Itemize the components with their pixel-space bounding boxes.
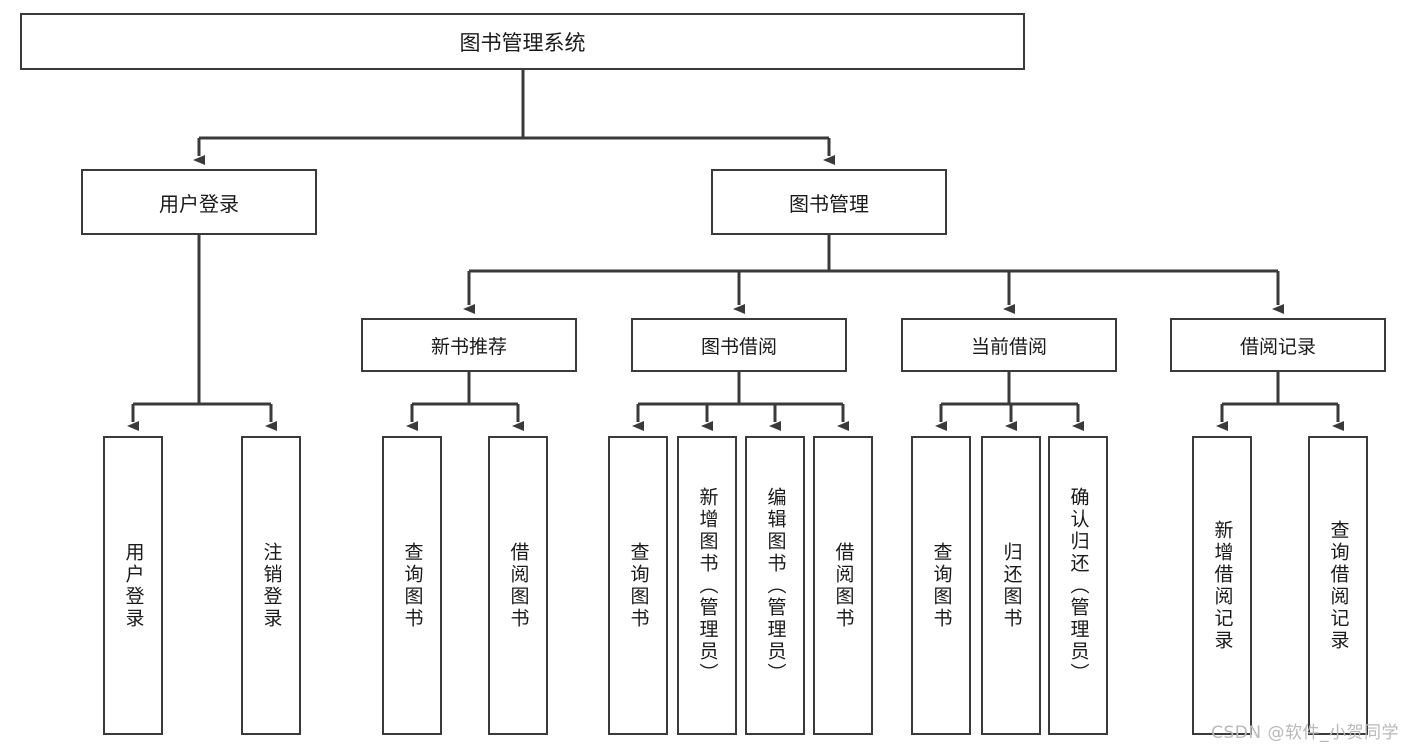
node-book-borrow[interactable]: 图书借阅 (631, 318, 847, 372)
node-borrow-record[interactable]: 借阅记录 (1170, 318, 1386, 372)
node-leaf-edit-book[interactable]: 编辑图书（管理员） (745, 436, 805, 735)
node-leaf-query-book-3[interactable]: 查询图书 (911, 436, 971, 735)
node-leaf-borrow-book-2-label: 借阅图书 (832, 541, 855, 630)
node-leaf-add-book-label: 新增图书（管理员） (696, 486, 719, 685)
node-leaf-confirm-return-label: 确认归还（管理员） (1067, 486, 1090, 685)
node-book-borrow-label: 图书借阅 (700, 335, 777, 358)
node-leaf-query-book-2[interactable]: 查询图书 (608, 436, 668, 735)
node-leaf-logout-login[interactable]: 注销登录 (241, 436, 301, 735)
node-current-borrow-label: 当前借阅 (970, 335, 1047, 358)
node-leaf-logout-login-label: 注销登录 (260, 541, 283, 630)
node-leaf-borrow-book-1-label: 借阅图书 (507, 541, 530, 630)
node-new-book-recommend[interactable]: 新书推荐 (361, 318, 577, 372)
node-leaf-add-book[interactable]: 新增图书（管理员） (677, 436, 737, 735)
node-user-login[interactable]: 用户登录 (81, 169, 317, 235)
node-leaf-query-book-2-label: 查询图书 (627, 541, 650, 630)
node-leaf-return-book[interactable]: 归还图书 (981, 436, 1041, 735)
csdn-watermark: CSDN @软件_小贺同学 (1211, 723, 1399, 743)
node-borrow-record-label: 借阅记录 (1239, 335, 1316, 358)
node-leaf-query-book-3-label: 查询图书 (930, 541, 953, 630)
node-book-management[interactable]: 图书管理 (711, 169, 947, 235)
node-root-label: 图书管理系统 (459, 30, 586, 55)
node-leaf-add-record[interactable]: 新增借阅记录 (1192, 436, 1252, 735)
node-leaf-borrow-book-2[interactable]: 借阅图书 (813, 436, 873, 735)
node-leaf-add-record-label: 新增借阅记录 (1211, 519, 1234, 652)
node-leaf-query-record[interactable]: 查询借阅记录 (1308, 436, 1368, 735)
node-user-login-label: 用户登录 (159, 191, 239, 216)
node-leaf-user-login[interactable]: 用户登录 (103, 436, 163, 735)
node-leaf-confirm-return[interactable]: 确认归还（管理员） (1048, 436, 1108, 735)
node-leaf-query-book-1[interactable]: 查询图书 (382, 436, 442, 735)
node-book-management-label: 图书管理 (789, 191, 869, 216)
node-current-borrow[interactable]: 当前借阅 (901, 318, 1117, 372)
node-new-book-recommend-label: 新书推荐 (430, 335, 507, 358)
node-leaf-return-book-label: 归还图书 (1000, 541, 1023, 630)
node-leaf-user-login-label: 用户登录 (122, 541, 145, 630)
node-leaf-edit-book-label: 编辑图书（管理员） (764, 486, 787, 685)
node-leaf-query-book-1-label: 查询图书 (401, 541, 424, 630)
node-root[interactable]: 图书管理系统 (20, 13, 1025, 70)
node-leaf-query-record-label: 查询借阅记录 (1327, 519, 1350, 652)
node-leaf-borrow-book-1[interactable]: 借阅图书 (488, 436, 548, 735)
